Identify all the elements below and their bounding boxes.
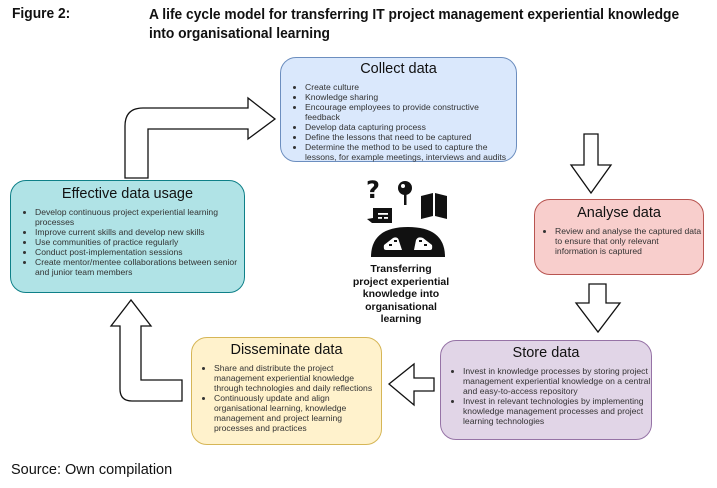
stage-title: Collect data [360,61,437,77]
book-icon [421,193,447,219]
list-item: Review and analyse the captured data to … [555,226,703,256]
list-item: Improve current skills and develop new s… [35,227,244,237]
stage-items: Develop continuous project experiential … [11,207,244,277]
figure-label: Figure 2: [12,5,71,22]
list-item: Create mentor/mentee collaborations betw… [35,257,244,277]
list-item: Knowledge sharing [305,92,516,102]
stage-effective-data-usage: Effective data usage Develop continuous … [10,180,245,293]
chat-icon [367,208,392,223]
question-mark-icon: ? [366,176,380,204]
stage-analyse-data: Analyse data Review and analyse the capt… [534,199,704,275]
list-item: Develop data capturing process [305,122,516,132]
list-item: Develop continuous project experiential … [35,207,244,227]
arrow-disseminate-to-effective [109,298,183,402]
list-item: Invest in knowledge processes by storing… [463,366,651,396]
arrow-store-to-disseminate [387,362,435,407]
list-item: Encourage employees to provide construct… [305,102,516,122]
arrow-effective-to-collect [124,96,277,179]
stage-title: Effective data usage [61,186,194,202]
list-item: Determine the method to be used to captu… [305,142,516,162]
list-item: Share and distribute the project managem… [214,363,381,393]
list-item: Define the lessons that need to be captu… [305,132,516,142]
list-item: Create culture [305,82,516,92]
stage-disseminate-data: Disseminate data Share and distribute th… [191,337,382,445]
stage-items: Invest in knowledge processes by storing… [441,366,651,426]
arrow-collect-to-analyse [569,133,613,195]
stage-items: Review and analyse the captured data to … [535,226,703,256]
source-note: Source: Own compilation [11,462,173,478]
list-item: Invest in relevant technologies by imple… [463,396,651,426]
brain-icon [371,227,445,257]
stage-items: Share and distribute the project managem… [192,363,381,433]
stage-collect-data: Collect data Create culture Knowledge sh… [280,57,517,162]
figure-title: A life cycle model for transferring IT p… [149,6,680,42]
center-label: Transferring project experiential knowle… [352,263,450,325]
list-item: Conduct post-implementation sessions [35,247,244,257]
list-item: Continuously update and align organisati… [214,393,381,433]
stage-title: Disseminate data [230,342,343,358]
stage-title: Store data [512,345,580,361]
list-item: Use communities of practice regularly [35,237,244,247]
stage-store-data: Store data Invest in knowledge processes… [440,340,652,440]
arrow-analyse-to-store-shape [574,283,622,334]
center-icons: ? [366,176,447,257]
stage-title: Analyse data [577,205,661,221]
pin-icon [398,181,412,205]
stage-items: Create culture Knowledge sharing Encoura… [281,82,516,162]
